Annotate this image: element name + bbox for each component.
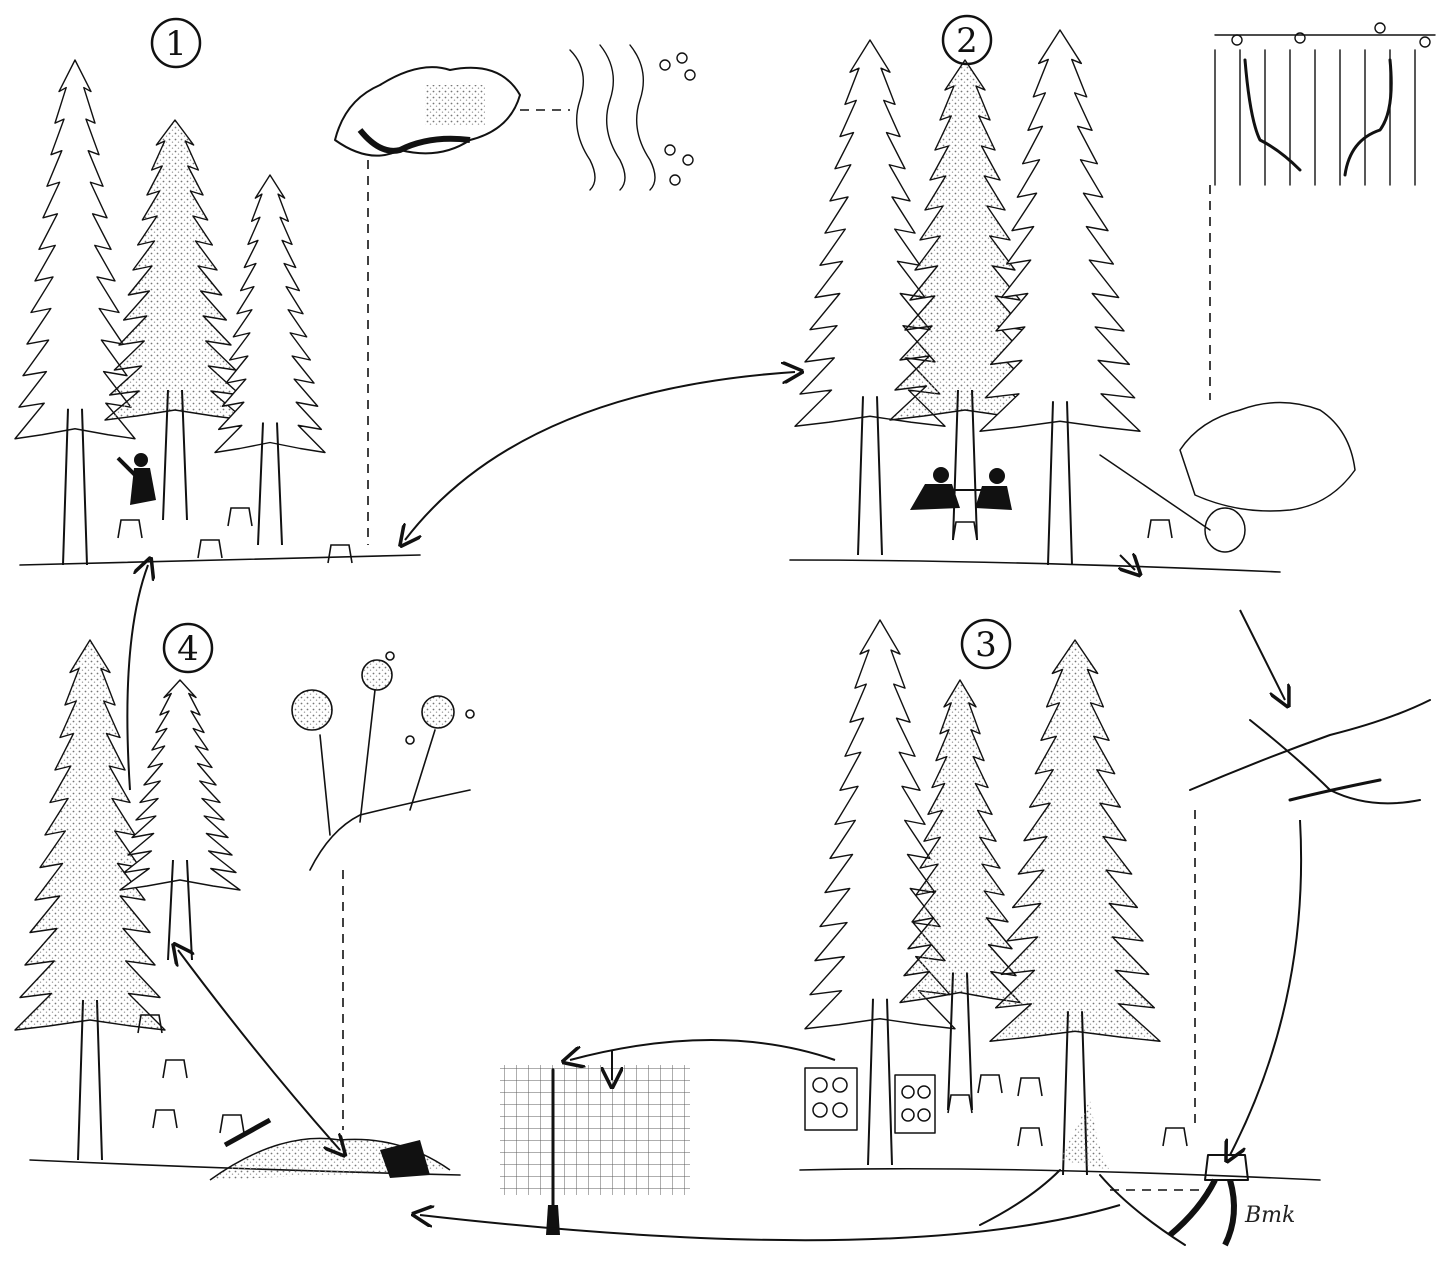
stage-2-number: 2 — [956, 21, 978, 61]
stump — [118, 520, 142, 538]
tree-trunk — [868, 999, 892, 1165]
stump — [328, 545, 352, 563]
stump — [228, 508, 252, 526]
stump — [153, 1110, 177, 1128]
stump — [953, 522, 977, 540]
tree-trunk — [1048, 401, 1072, 565]
stump — [978, 1075, 1002, 1093]
stage-2-badge: 2 — [943, 16, 991, 64]
tree-trunk — [78, 1000, 102, 1160]
fruiting-body-detail — [335, 67, 520, 155]
stump — [1018, 1078, 1042, 1096]
basidia-microscope-detail — [570, 45, 695, 190]
life-cycle-arrows — [127, 372, 1301, 1240]
stage-1-badge: 1 — [152, 19, 200, 67]
arrow-logs-to-fence — [570, 1040, 835, 1060]
stump — [220, 1115, 244, 1133]
infected-roots-detail — [1190, 700, 1430, 803]
stump — [163, 1060, 187, 1078]
stump-spore-infection — [210, 1120, 450, 1180]
spruce-tree — [15, 640, 165, 1160]
tree-trunk — [953, 390, 977, 540]
stump — [1163, 1128, 1187, 1146]
arrow-stage2-to-roots — [1240, 610, 1285, 700]
stump — [198, 540, 222, 558]
arrow-felling-to-crown — [1120, 555, 1135, 570]
felled-tree-crown — [1100, 403, 1355, 553]
tree-stumps — [118, 508, 1187, 1146]
spruce-tree — [215, 175, 325, 545]
tree-trunk — [63, 409, 87, 565]
arrow-tree-to-stump-stage4 — [178, 950, 340, 1150]
hyphae-in-wood-detail — [1215, 23, 1435, 185]
spruce-tree — [15, 60, 135, 565]
stump — [1018, 1128, 1042, 1146]
arrow-stump-to-fence — [420, 1205, 1120, 1240]
spruce-tree — [105, 120, 245, 520]
spruce-tree — [900, 680, 1020, 1110]
stage-3-number: 3 — [975, 625, 997, 665]
tree-crown — [15, 60, 135, 439]
spruce-tree — [980, 30, 1140, 565]
arrow-spores-to-stage2 — [405, 372, 795, 540]
lumberjack-figure — [118, 453, 156, 505]
spruce-tree — [990, 640, 1160, 1175]
stage-3-badge: 3 — [962, 620, 1010, 668]
stump — [948, 1095, 972, 1113]
stump — [1148, 520, 1172, 538]
deer-fence — [500, 1065, 690, 1235]
arrow-stage4-to-stage1 — [127, 565, 148, 790]
stage-1-number: 1 — [165, 24, 187, 64]
tree-trunk — [858, 396, 882, 555]
spruce-tree — [890, 60, 1040, 540]
stage-4-badge: 4 — [164, 624, 212, 672]
artist-signature: Bmk — [1244, 1203, 1295, 1228]
sawing-workers-figure — [910, 467, 1012, 510]
arrow-roots-to-stump — [1230, 820, 1301, 1155]
tree-crown — [990, 640, 1160, 1041]
conidiophores-detail — [292, 652, 474, 870]
tree-crown — [120, 680, 240, 890]
spruce-trees — [15, 30, 1160, 1175]
stage-4-number: 4 — [177, 629, 199, 669]
